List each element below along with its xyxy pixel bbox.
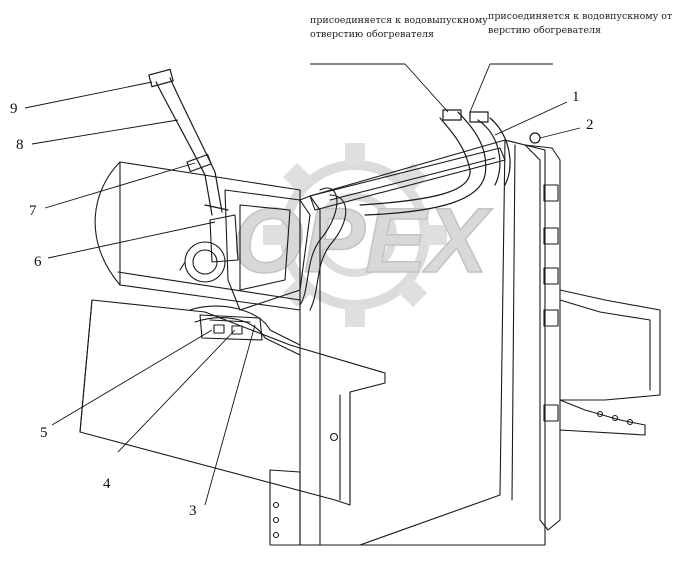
annotation-inlet: присоединяется к водовпускному от версти… [488, 11, 673, 36]
radiator-lower-mount [269, 469, 301, 546]
callout-8: 8 [16, 137, 24, 153]
callout-4: 4 [103, 476, 111, 492]
callout-7: 7 [29, 203, 37, 219]
radiator-top-crossbar [309, 147, 506, 211]
front-bumper-rail [79, 299, 386, 506]
callout-6: 6 [34, 254, 42, 270]
radiator-side-tank [524, 144, 561, 531]
hose-connector-block [199, 314, 263, 341]
annotation-outlet: присоединяется к водовыпускному отверсти… [310, 15, 488, 40]
water-pump-housing [179, 241, 226, 283]
watermark-text: OPEX [232, 190, 492, 292]
leader-lines [24, 63, 581, 506]
heater-hose [359, 109, 541, 216]
radiator-mount-bracket [559, 289, 661, 436]
callout-3: 3 [189, 503, 197, 519]
vent-pipe [148, 68, 229, 216]
coolant-hoses [189, 187, 347, 356]
callout-2: 2 [586, 117, 594, 133]
expansion-tank [209, 189, 311, 311]
callout-1: 1 [572, 89, 580, 105]
callout-9: 9 [10, 101, 18, 117]
callout-5: 5 [40, 425, 48, 441]
watermark-logo: OPEX [231, 143, 493, 327]
